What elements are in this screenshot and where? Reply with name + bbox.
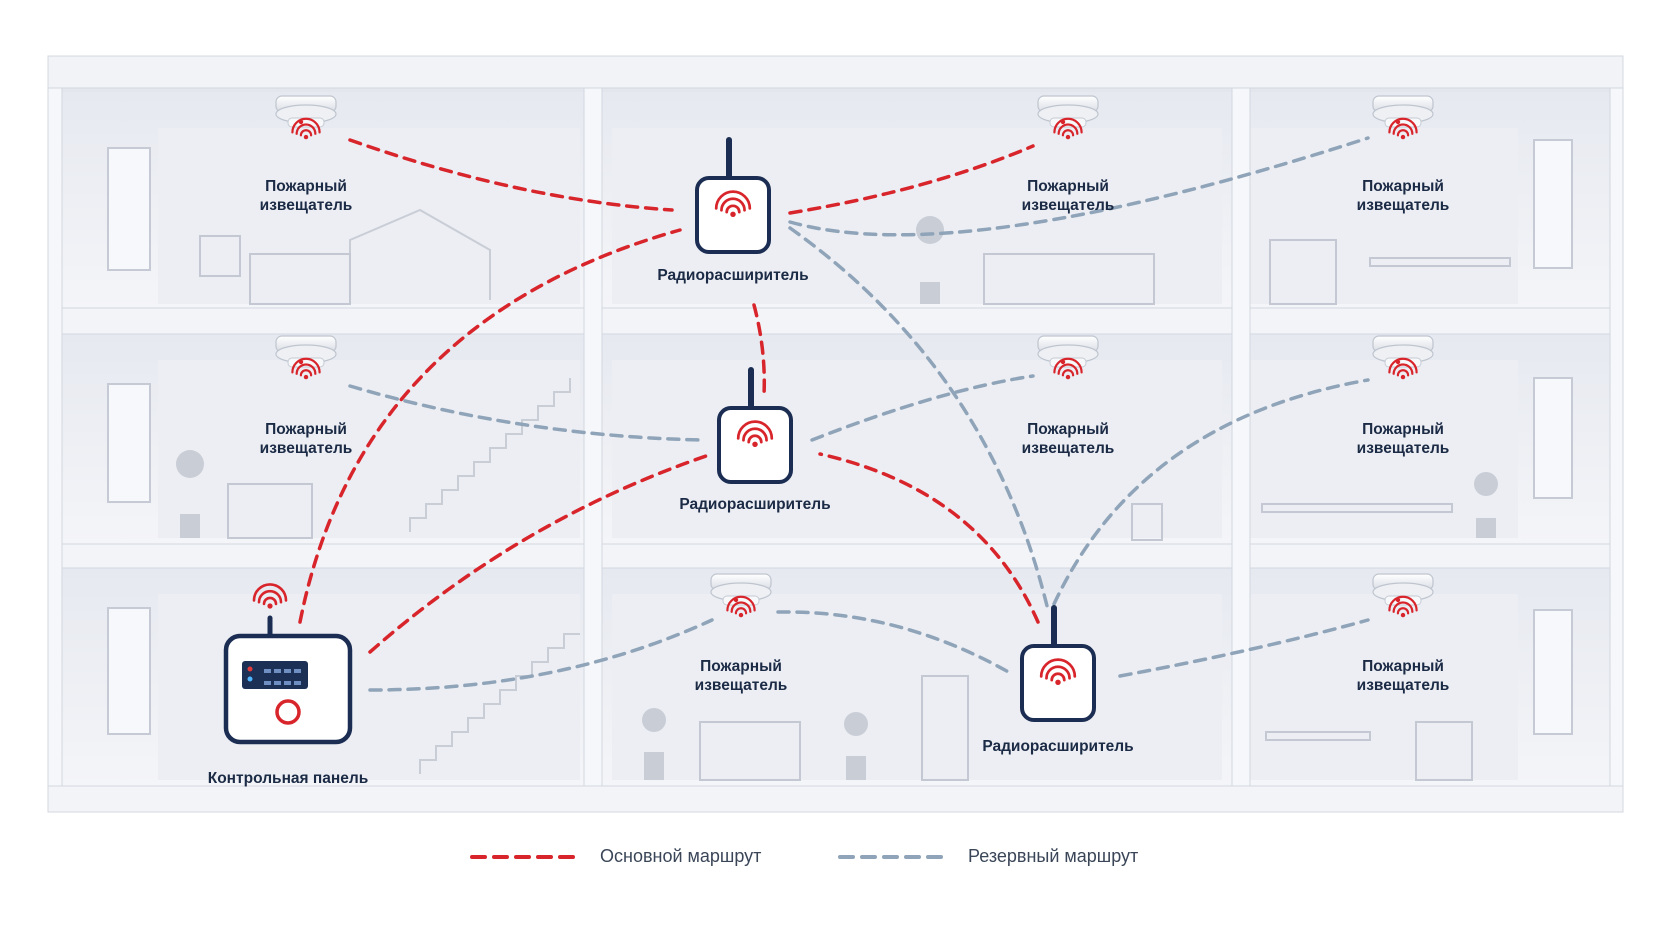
signal-icon <box>714 190 752 218</box>
signal-icon <box>291 357 321 380</box>
control-panel-label: Контрольная панель <box>207 770 369 787</box>
signal-icon <box>1388 595 1418 618</box>
detector-label: Пожарный извещатель <box>1021 178 1115 214</box>
repeater-label: Радиорасширитель <box>982 738 1134 755</box>
smoke-detector-icon <box>1372 573 1434 618</box>
backup-route <box>788 226 1050 612</box>
signal-icon <box>1388 117 1418 140</box>
detector-label: Пожарный извещатель <box>1356 658 1450 694</box>
radio-repeater-icon <box>1020 605 1096 722</box>
smoke-detector-icon <box>1037 95 1099 140</box>
primary-route <box>752 303 767 397</box>
backup-route <box>1052 378 1370 606</box>
backup-route <box>1118 618 1370 678</box>
signal-icon <box>736 420 774 448</box>
signal-icon <box>252 583 288 609</box>
smoke-detector-icon <box>1372 335 1434 380</box>
detector-label: Пожарный извещатель <box>259 178 353 214</box>
signal-icon <box>726 595 756 618</box>
primary-route <box>818 452 1040 624</box>
smoke-detector-icon <box>1037 335 1099 380</box>
backup-route-swatch <box>838 854 950 859</box>
repeater-label: Радиорасширитель <box>657 267 809 284</box>
repeater-label: Радиорасширитель <box>679 496 831 513</box>
primary-route-swatch <box>470 854 582 859</box>
primary-route <box>348 138 674 212</box>
radio-repeater-icon <box>695 137 771 254</box>
smoke-detector-icon <box>275 95 337 140</box>
legend-backup-label: Резервный маршрут <box>968 846 1139 866</box>
signal-icon <box>291 117 321 140</box>
detector-label: Пожарный извещатель <box>1021 421 1115 457</box>
radio-repeater-icon <box>717 367 793 484</box>
routes <box>298 136 1370 692</box>
signal-icon <box>1039 658 1077 686</box>
legend-backup: Резервный маршрут <box>838 846 1138 867</box>
backup-route <box>788 136 1370 237</box>
detector-label: Пожарный извещатель <box>1356 178 1450 214</box>
signal-icon <box>1053 357 1083 380</box>
primary-route <box>298 228 682 624</box>
detector-label: Пожарный извещатель <box>694 658 788 694</box>
signal-icon <box>1388 357 1418 380</box>
primary-route <box>368 454 708 654</box>
backup-route <box>776 610 1014 676</box>
detector-label: Пожарный извещатель <box>259 421 353 457</box>
backup-route <box>368 618 714 692</box>
smoke-detector-icon <box>1372 95 1434 140</box>
smoke-detector-icon <box>710 573 772 618</box>
backup-route <box>810 374 1035 442</box>
legend-primary: Основной маршрут <box>470 846 761 867</box>
detector-label: Пожарный извещатель <box>1356 421 1450 457</box>
primary-route <box>788 144 1035 215</box>
smoke-detector-icon <box>275 335 337 380</box>
legend-primary-label: Основной маршрут <box>600 846 762 866</box>
devices <box>223 95 1434 745</box>
signal-icon <box>1053 117 1083 140</box>
backup-route <box>348 384 704 442</box>
control-panel-icon <box>223 583 353 745</box>
